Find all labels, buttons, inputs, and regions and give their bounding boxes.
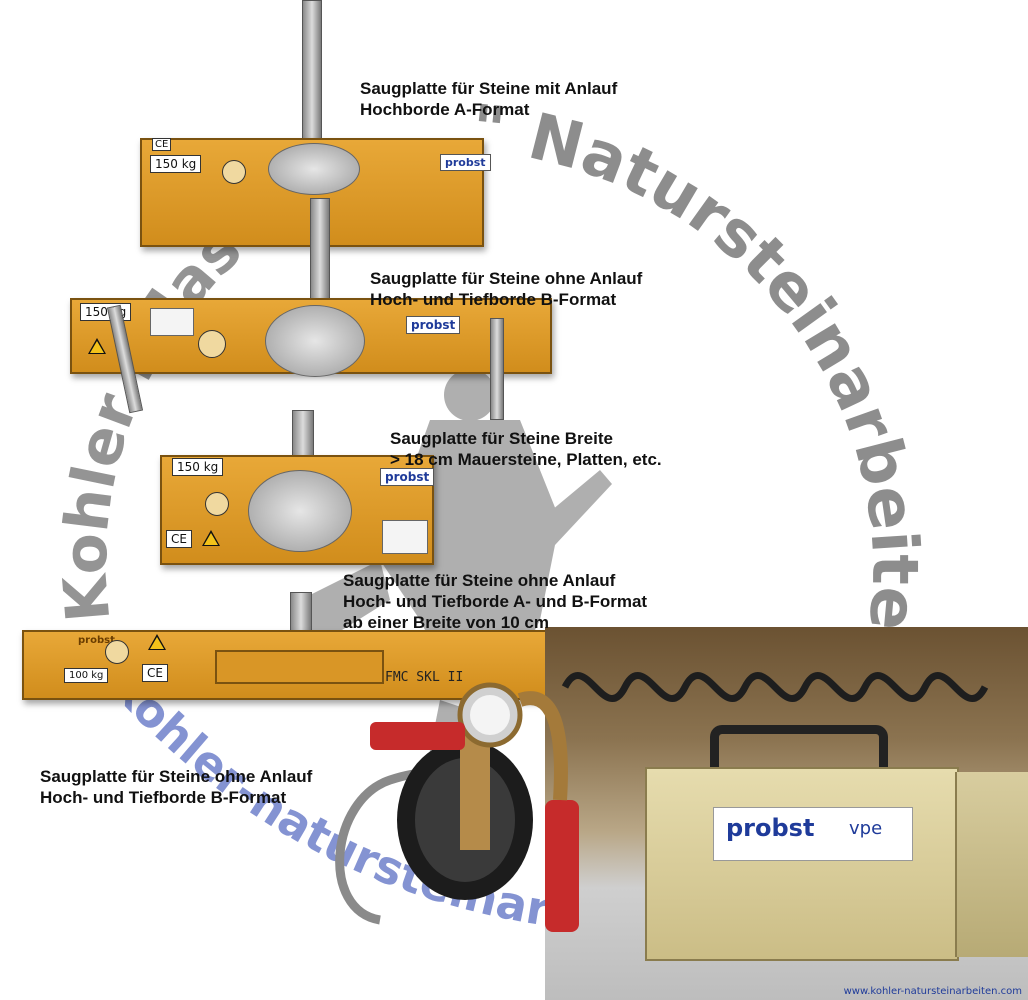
device-brand: probst [726,814,815,842]
caption-4-line-3: ab einer Breite von 10 cm [343,613,549,632]
caption-2-line-1: Saugplatte für Steine ohne Anlauf [370,269,643,288]
caption-1-line-2: Hochborde A-Format [360,100,530,119]
plate-1-brand: probst [440,154,491,171]
device-handle [710,725,888,784]
plate-2-disc [265,305,365,377]
device-side-panel [955,772,1028,957]
plate-2-brand: probst [406,316,461,334]
caption-1-line-1: Saugplatte für Steine mit Anlauf [360,79,618,98]
plate-4-handle-slot [215,650,384,684]
caption-3-line-1: Saugplatte für Steine Breite [390,429,613,448]
plate-1-seal [222,160,246,184]
plate-2-sticker [150,308,194,336]
caption-3-line-2: > 18 cm Mauersteine, Platten, etc. [390,450,662,469]
caption-4-line-2: Hoch- und Tiefborde A- und B-Format [343,592,648,611]
plate-4-model-label: FMC SKL II [385,670,464,685]
caption-5: Saugplatte für Steine ohne Anlauf Hoch- … [40,766,312,808]
plate-3-warning-icon [202,530,220,546]
plate-3-ce-mark: CE [166,530,192,548]
device-sub: vpe [849,818,883,839]
caption-2: Saugplatte für Steine ohne Anlauf Hoch- … [370,268,642,310]
plate-1-disc [268,143,360,195]
plate-1-post [302,0,322,152]
caption-5-line-1: Saugplatte für Steine ohne Anlauf [40,767,313,786]
plate-2-seal [198,330,226,358]
plate-1-load-label: 150 kg [150,155,202,173]
plate-3-seal [205,492,229,516]
plate-4-warning-icon [148,634,166,650]
plate-4-seal [105,640,129,664]
footer-url: www.kohler-natursteinarbeiten.com [843,986,1022,997]
caption-3: Saugplatte für Steine Breite > 18 cm Mau… [390,428,662,470]
caption-1: Saugplatte für Steine mit Anlauf Hochbor… [360,78,617,120]
caption-4: Saugplatte für Steine ohne Anlauf Hoch- … [343,570,647,633]
hose-coil [561,672,989,702]
vacuum-device-photo: probst vpe www.kohler-natursteinarbeiten… [545,627,1028,1000]
plate-2-warning-icon [88,338,106,354]
plate-3-sticker [382,520,428,554]
plate-4-brand: probst [78,635,115,646]
plate-4-load-label: 100 kg [64,668,109,683]
plate-1-ce-mark: CE [152,138,172,151]
plate-3-load-label: 150 kg [172,458,224,476]
caption-4-line-1: Saugplatte für Steine ohne Anlauf [343,571,616,590]
plate-2-right-clamp [490,318,504,420]
device-label-panel: probst vpe [713,807,913,861]
caption-5-line-2: Hoch- und Tiefborde B-Format [40,788,287,807]
handheld-vacuum-lifter [335,682,579,932]
plate-3-disc [248,470,352,552]
plate-3-brand: probst [380,468,435,486]
caption-2-line-2: Hoch- und Tiefborde B-Format [370,290,617,309]
device-body [645,767,959,961]
plate-4-ce-mark: CE [142,664,168,682]
